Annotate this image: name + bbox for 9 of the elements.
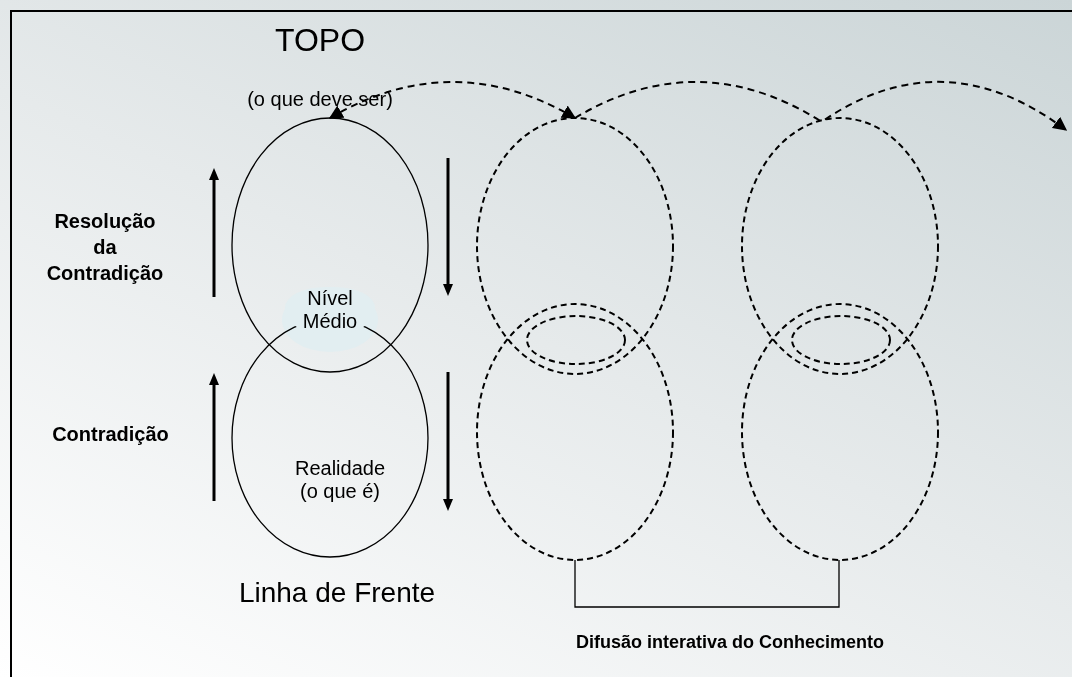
label-text: Contradição	[51, 423, 170, 446]
node-text: (o que deve ser)	[246, 88, 394, 111]
caption-text: Linha de Frente	[237, 577, 437, 610]
dashed-arc-arrow	[328, 81, 577, 119]
dashed-arc-arrow	[824, 81, 1068, 131]
label-text: Resolução da Contradição	[45, 209, 165, 286]
node-text: Realidade (o que é)	[293, 457, 387, 503]
heading-text: TOPO	[273, 22, 367, 59]
label-text: Difusão interativa do Conhecimento	[574, 632, 885, 653]
